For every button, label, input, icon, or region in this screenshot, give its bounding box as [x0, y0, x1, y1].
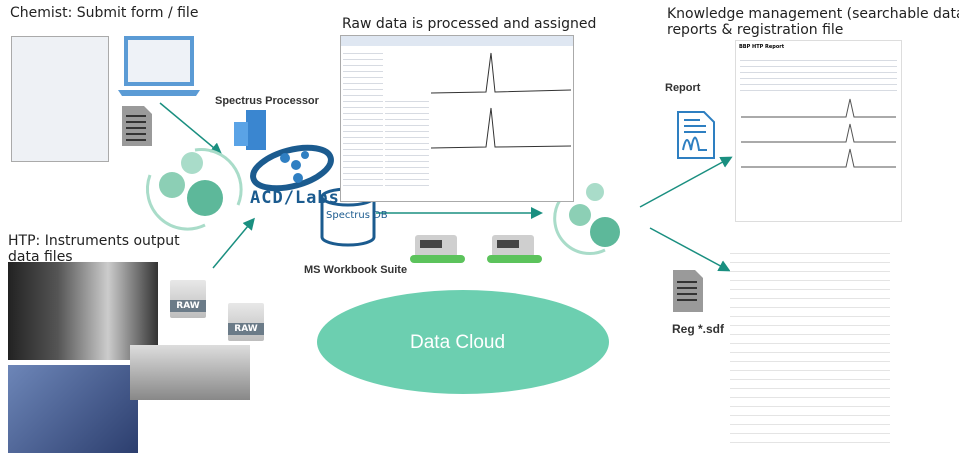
- laptop-icon: [118, 36, 200, 96]
- raw-label: RAW: [228, 323, 264, 335]
- raw-label: RAW: [170, 300, 206, 312]
- software-toolbar: [341, 36, 573, 46]
- htp-heading-line1: HTP: Instruments output: [8, 233, 180, 249]
- software-properties: [385, 96, 429, 191]
- report-document-title: BBP HTP Report: [739, 44, 785, 50]
- knowledge-heading-line2: reports & registration file: [667, 22, 844, 38]
- gears-icon-right: [553, 183, 620, 255]
- mass-spectrometer-photo: [8, 365, 138, 453]
- spectrus-db-label: Spectrus DB: [326, 210, 388, 221]
- htp-heading-line2: data files: [8, 249, 73, 265]
- arrow-form-to-processor: [159, 102, 223, 155]
- data-cloud-label: Data Cloud: [410, 332, 506, 353]
- submission-form-screenshot: [11, 36, 109, 162]
- spectrum-plot: [431, 52, 571, 149]
- raw-data-heading: Raw data is processed and assigned: [342, 16, 597, 32]
- network-drive-icon-1: [410, 235, 465, 263]
- report-document-preview: BBP HTP Report: [735, 40, 902, 222]
- software-tree: [343, 48, 383, 188]
- report-icon: [677, 111, 715, 159]
- knowledge-heading-line1: Knowledge management (searchable data),: [667, 6, 959, 22]
- chemist-heading: Chemist: Submit form / file: [10, 5, 199, 21]
- reg-sdf-label: Reg *.sdf: [672, 322, 725, 336]
- arrow-to-report: [639, 156, 733, 208]
- arrow-instruments-to-processor: [212, 217, 255, 269]
- acd-labs-logo-swirl: [250, 144, 334, 192]
- arrow-to-sdf: [649, 227, 731, 272]
- server-icon: [234, 110, 266, 150]
- liquid-handler-photo: [130, 345, 250, 400]
- raw-file-icon-1: RAW: [170, 280, 206, 318]
- ms-workbook-label: MS Workbook Suite: [304, 264, 408, 276]
- document-icon: [122, 106, 152, 146]
- acd-labs-logo-text: ACD/Labs: [250, 188, 340, 208]
- report-table: [740, 55, 897, 95]
- report-label: Report: [665, 82, 701, 94]
- raw-file-icon-2: RAW: [228, 303, 264, 341]
- network-drive-icon-2: [487, 235, 542, 263]
- sdf-file-preview: [730, 245, 890, 450]
- sdf-file-icon: [673, 270, 703, 312]
- report-chromatogram: [741, 98, 896, 168]
- instruments-photo: [8, 262, 158, 360]
- gears-icon-left: [145, 148, 243, 231]
- spectrus-software-screenshot: [340, 35, 574, 202]
- data-cloud-shape: [317, 290, 609, 394]
- spectrus-processor-label: Spectrus Processor: [215, 95, 319, 107]
